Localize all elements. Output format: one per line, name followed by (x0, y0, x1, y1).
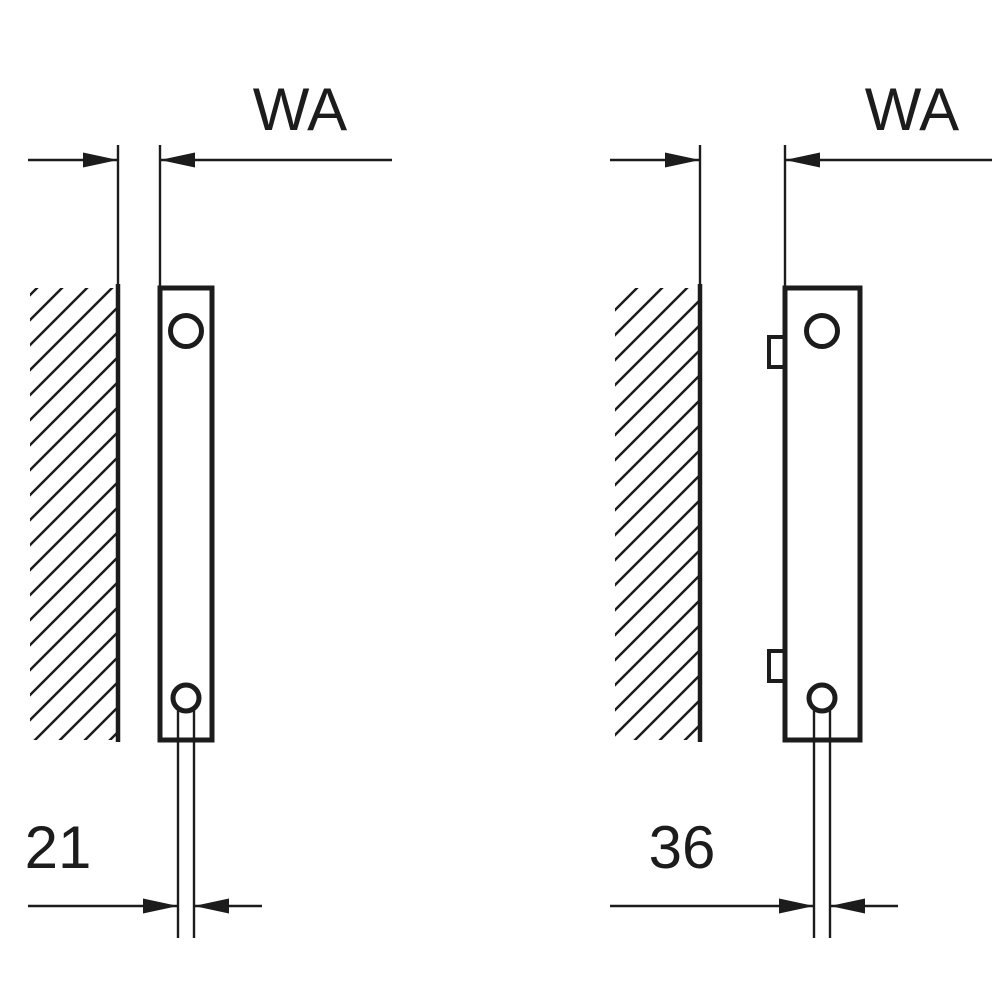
dimension-label-value: 36 (649, 814, 716, 881)
arrowhead-right-icon (143, 898, 178, 914)
radiator-panel (782, 285, 863, 743)
arrowhead-left-icon (785, 152, 820, 168)
arrowhead-right-icon (779, 898, 814, 914)
wall-section-hatch (30, 288, 118, 740)
arrowhead-left-icon (194, 898, 229, 914)
arrowhead-right-icon (83, 152, 118, 168)
arrowhead-right-icon (665, 152, 700, 168)
radiator-panel (157, 285, 215, 743)
dimension-label-wall-distance: WA (865, 76, 959, 143)
figure-left: WA 21 (25, 76, 392, 938)
arrowhead-left-icon (830, 898, 865, 914)
pipe-connection-bottom (170, 682, 202, 714)
pipe-connection-top (168, 313, 204, 349)
dimension-label-wall-distance: WA (253, 76, 347, 143)
dimension-label-value: 21 (25, 814, 92, 881)
pipe-connection-top (804, 313, 840, 349)
pipe-connection-bottom (806, 682, 838, 714)
arrowhead-left-icon (160, 152, 195, 168)
figure-right: WA 36 (610, 76, 992, 938)
wall-section-hatch (615, 288, 700, 740)
